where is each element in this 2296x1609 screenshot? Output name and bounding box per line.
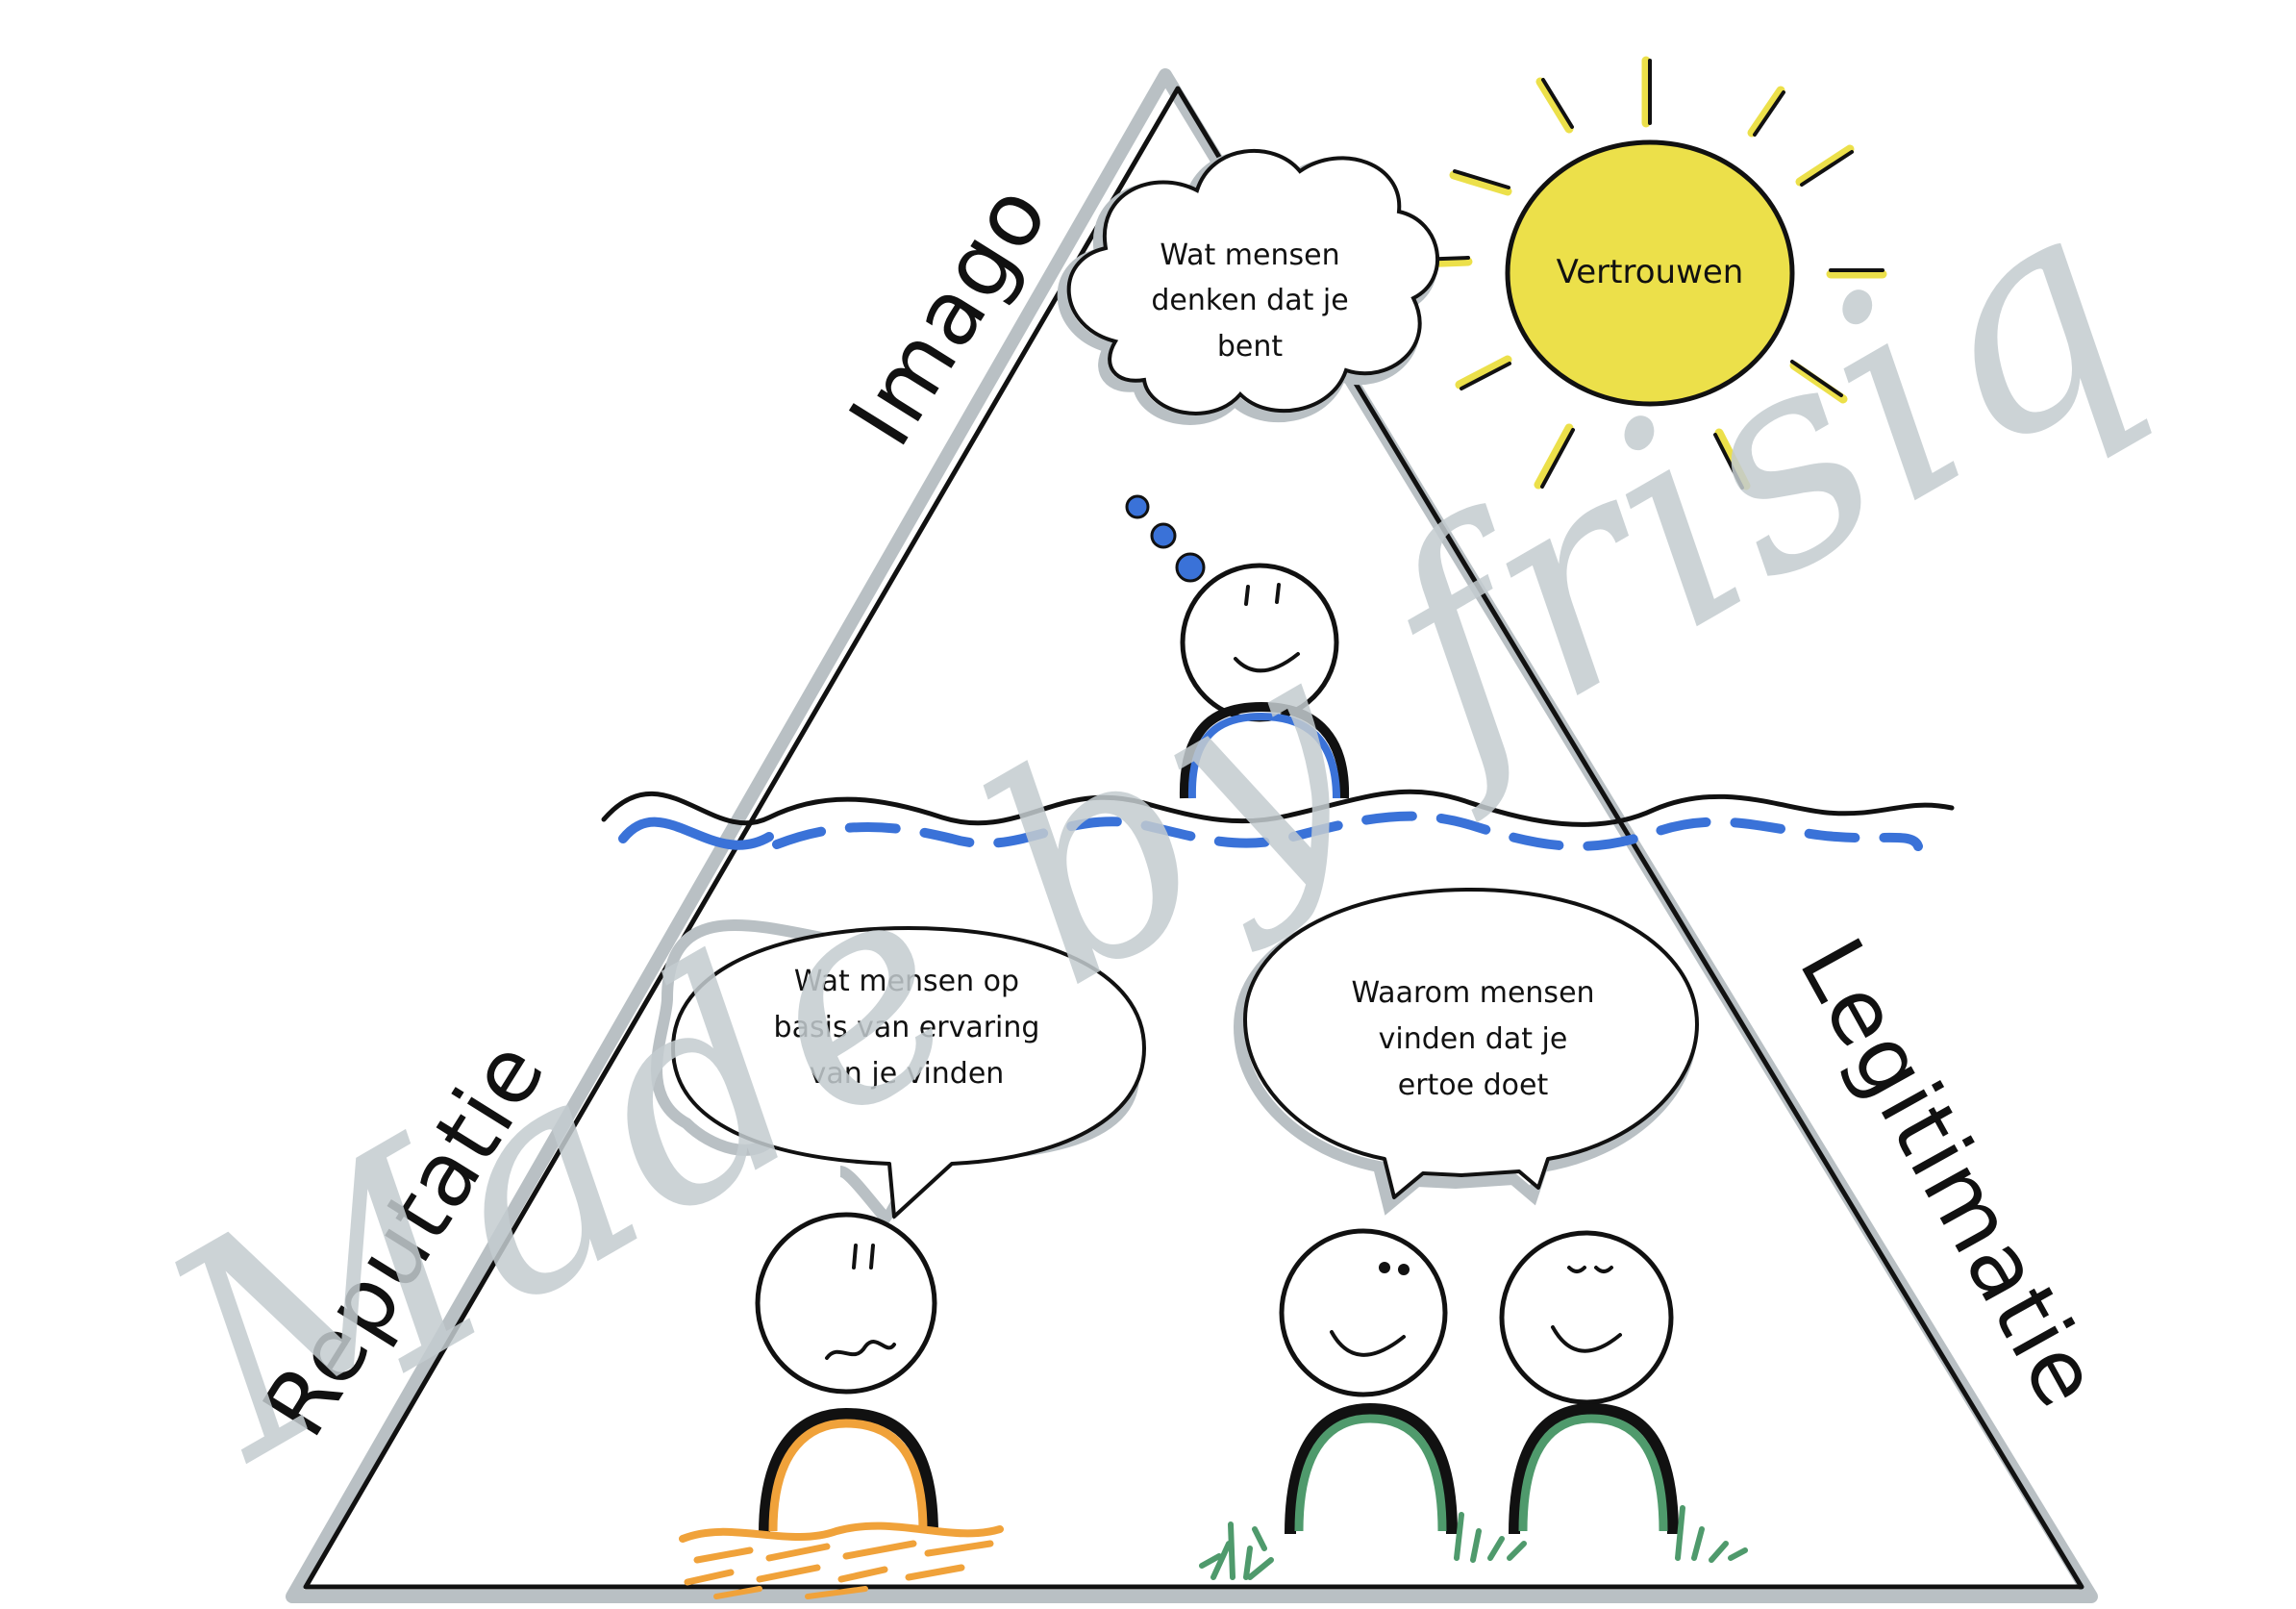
thought-line-1: Wat mensen — [1160, 239, 1339, 272]
sand-ground — [679, 1521, 1004, 1599]
water-waves — [601, 789, 1955, 851]
speech-right-line-1: Waarom mensen — [1351, 976, 1594, 1010]
figure-right-2 — [1499, 1230, 1679, 1535]
figure-top-body — [1179, 701, 1350, 799]
grass-tufts — [1199, 1505, 1748, 1580]
thought-line-2: denken dat je — [1151, 284, 1348, 317]
figure-right-1 — [1279, 1228, 1458, 1535]
figure-left-head — [755, 1212, 937, 1395]
speech-right-line-3: ertoe doet — [1398, 1068, 1549, 1102]
speech-bubble-left: Wat mensen op basis van ervaring van je … — [651, 918, 1146, 1227]
figure-top — [1179, 563, 1350, 799]
thought-bubble: Wat mensen denken dat je bent — [1057, 149, 1439, 425]
sun-rays — [1411, 56, 1887, 490]
figure-left-body — [759, 1407, 938, 1535]
thought-dots — [1125, 494, 1206, 583]
figure-right-1-head — [1279, 1228, 1448, 1397]
figure-right-1-body — [1285, 1402, 1458, 1535]
speech-left-line-2: basis van ervaring — [774, 1011, 1040, 1044]
speech-left-line-1: Wat mensen op — [794, 965, 1019, 998]
speech-left-line-3: van je vinden — [810, 1057, 1005, 1091]
sun-label: Vertrouwen — [1557, 253, 1744, 291]
speech-right-line-2: vinden dat je — [1379, 1022, 1568, 1056]
speech-bubble-right: Waarom mensen vinden dat je ertoe doet — [1233, 888, 1699, 1216]
figure-right-2-head — [1499, 1230, 1674, 1405]
figure-left — [755, 1212, 938, 1535]
figure-right-2-body — [1509, 1402, 1679, 1535]
thought-line-3: bent — [1217, 330, 1284, 364]
sun — [1505, 139, 1795, 407]
